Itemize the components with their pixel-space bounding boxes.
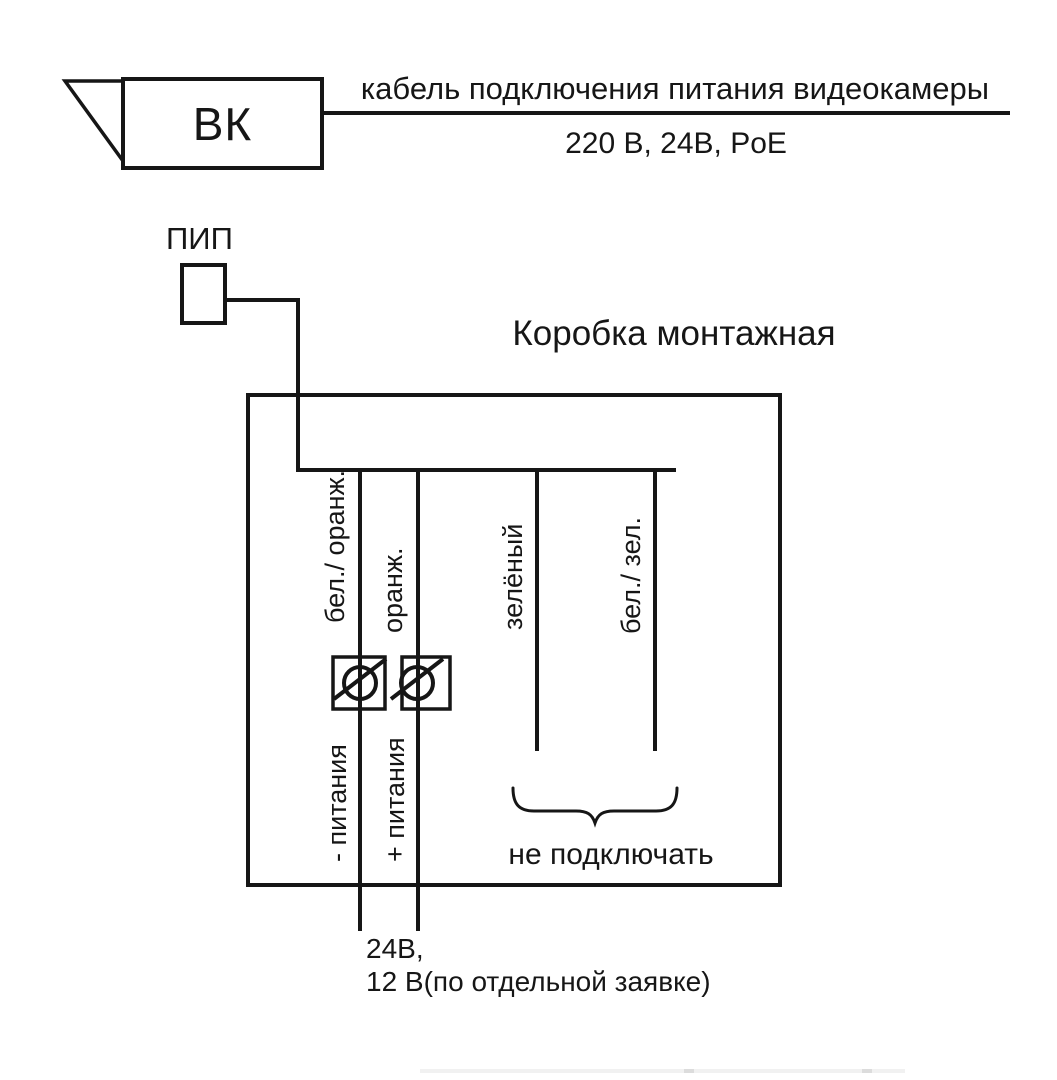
terminal-box-minus bbox=[331, 655, 387, 711]
wire-label-orange: оранж. bbox=[378, 547, 408, 633]
camera-body-box bbox=[121, 77, 324, 170]
terminal-label-plus: + питания bbox=[380, 737, 410, 862]
terminal-slash-plus bbox=[389, 657, 445, 701]
power-note-line1: 24В, bbox=[366, 933, 424, 964]
pip-box bbox=[180, 263, 227, 325]
power-note-line2: 12 В(по отдельной заявке) bbox=[366, 966, 711, 997]
camera-lens-hood-triangle bbox=[61, 79, 125, 167]
camera-label: ВК bbox=[192, 97, 253, 150]
terminal-label-minus: - питания bbox=[322, 744, 352, 862]
terminal-circle-minus bbox=[342, 665, 378, 701]
mounting-box bbox=[246, 393, 782, 887]
cable-title: кабель подключения питания видеокамеры bbox=[360, 71, 990, 106]
wire-label-white-orange: бел./ оранж. bbox=[320, 469, 350, 623]
terminal-circle-plus bbox=[399, 665, 435, 701]
pip-label: ПИП bbox=[166, 221, 233, 256]
underbrace bbox=[511, 786, 679, 828]
do-not-connect-label: не подключать bbox=[508, 838, 714, 871]
wire-label-white-green: бел./ зел. bbox=[616, 517, 646, 634]
terminal-slash-minus bbox=[332, 657, 388, 701]
pip-connector-line bbox=[225, 298, 300, 468]
junction-box-title: Коробка монтажная bbox=[512, 314, 836, 353]
power-note: 24В, 12 В(по отдельной заявке) bbox=[366, 932, 711, 998]
wire-label-green: зелёный bbox=[498, 523, 528, 630]
cable-voltage-note: 220 В, 24В, PoE bbox=[565, 127, 787, 160]
